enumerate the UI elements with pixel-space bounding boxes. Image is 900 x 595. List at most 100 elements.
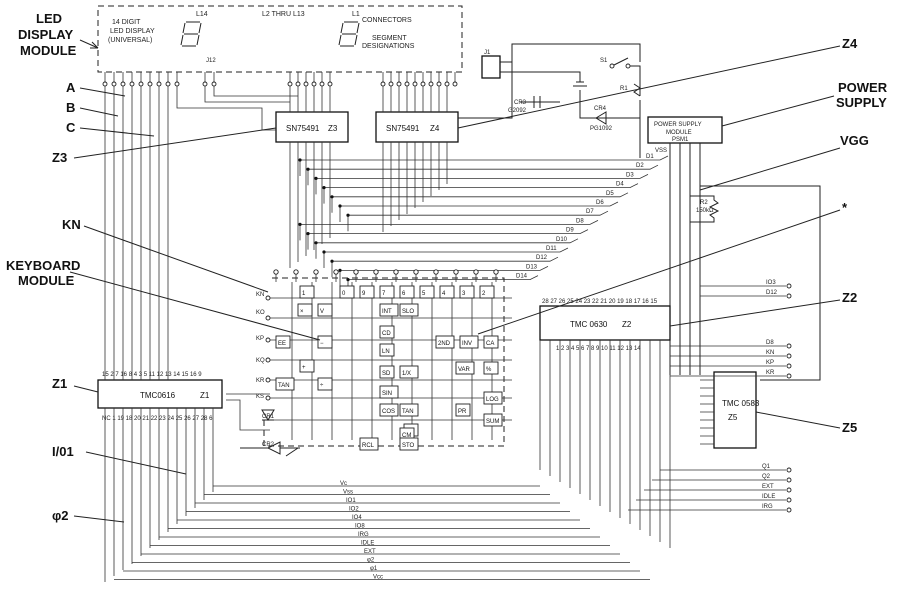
- keyboard-key: [379, 403, 399, 417]
- chip-z3: SN75491 Z3: [275, 111, 349, 143]
- vertical-bus-wires: [104, 86, 671, 582]
- keyboard-key: [399, 403, 419, 417]
- chip-z2-bottom-pins: 1 2 3 4 5 6 7 8 9 10 11 12 13 14: [556, 346, 641, 352]
- digit-line-label: D1: [646, 154, 654, 160]
- chip-z2: TMC 0630 Z2 28 27 26 25 24 23 22 21 20 1…: [539, 299, 671, 352]
- keyboard-pin: [273, 269, 279, 275]
- keyboard-key-label: INV: [462, 341, 472, 347]
- j1-label: J1: [484, 50, 491, 56]
- chip-z1-bottom-pins: NC 1 19 18 20 21 22 23 24 25 26 27 28 6: [102, 416, 213, 422]
- keyboard-key-label: 6: [402, 291, 406, 297]
- digit-line: [307, 164, 659, 186]
- kb-side-cr1: CR1: [262, 414, 275, 420]
- output-label: IDLE: [762, 494, 775, 500]
- vss-label: VSS: [655, 148, 667, 154]
- bus-label: φ2: [367, 558, 375, 564]
- bus-label: IDLE: [361, 541, 374, 547]
- bus-label: Vss: [343, 490, 353, 496]
- junction-dot: [330, 259, 334, 263]
- bus-label: φ1: [370, 566, 378, 572]
- keyboard-pin: [413, 269, 419, 275]
- callout-z5: Z5: [842, 420, 857, 435]
- junction-dot: [338, 204, 342, 208]
- keyboard-key-label: TAN: [278, 383, 290, 389]
- callout-phi2: φ2: [52, 508, 69, 523]
- keyboard-key-label: RCL: [362, 443, 375, 449]
- kb-side-kn: KN: [256, 292, 264, 298]
- digit-line-label: D10: [556, 237, 568, 243]
- seven-segment-digit-right: [338, 21, 360, 47]
- callout-z3: Z3: [52, 150, 67, 165]
- keyboard-pin: [453, 269, 459, 275]
- cr4-label: CR4: [594, 106, 607, 112]
- chip-z4-ref: Z4: [430, 124, 440, 133]
- keyboard-key-label: 7: [382, 291, 386, 297]
- junction-dot: [346, 278, 350, 282]
- keyboard-key-label: 1: [302, 291, 306, 297]
- cr4-type: PG1092: [590, 126, 613, 132]
- signal-terminal: [786, 343, 792, 349]
- keyboard-key: [483, 413, 503, 427]
- psm-label-2: MODULE: [666, 130, 692, 136]
- digit-line-label: D13: [526, 264, 538, 270]
- bus-label: IO2: [349, 507, 359, 513]
- keyboard-pin: [333, 269, 339, 275]
- junction-dot: [298, 158, 302, 162]
- keyboard-key: [299, 285, 315, 299]
- keyboard-pin: [393, 269, 399, 275]
- bus-label: IO4: [352, 515, 362, 521]
- display-connector-pins: [102, 72, 458, 87]
- callout-led-1: LED: [36, 11, 62, 26]
- keyboard-key-label: CM: [402, 433, 411, 439]
- digit-line-label: D11: [546, 246, 557, 252]
- kb-side-kp: KP: [256, 336, 264, 342]
- callout-led-3: MODULE: [20, 43, 77, 58]
- cr3-type: G2092: [508, 108, 527, 114]
- display-l14-label: L14: [196, 11, 208, 18]
- keyboard-key-label: CD: [382, 331, 391, 337]
- digit-line: [307, 229, 589, 250]
- keyboard-pin: [473, 269, 479, 275]
- keyboard-key-label: SD: [382, 371, 391, 377]
- chip-z2-ref: Z2: [622, 320, 632, 329]
- junction-dot: [306, 167, 310, 171]
- keyboard-key: [317, 335, 333, 349]
- keyboard-key-label: PR: [458, 409, 467, 415]
- keyboard-key: [455, 361, 475, 375]
- signal-label: IO3: [766, 280, 776, 286]
- chip-z1: TMC0616 Z1 15 2 7 16 8 4 3 5 11 12 13 14…: [97, 372, 270, 431]
- digit-line: [315, 174, 649, 195]
- chip-z2-top-pins: 28 27 26 25 24 23 22 21 20 19 18 17 16 1…: [542, 299, 658, 305]
- keyboard-key: [399, 285, 415, 299]
- keyboard-key: [379, 365, 395, 379]
- keyboard-key: [483, 391, 503, 405]
- keyboard-key: [317, 303, 333, 317]
- digit-line: [339, 201, 619, 222]
- keyboard-pin: [373, 269, 379, 275]
- callout-i01: I/01: [52, 444, 74, 459]
- cr3-label: CR3: [514, 100, 527, 106]
- digit-line-label: D9: [566, 228, 574, 234]
- kb-side-kq: KQ: [256, 358, 265, 364]
- digit-line-label: D6: [596, 200, 604, 206]
- chip-z4-name: SN75491: [386, 124, 420, 133]
- keyboard-key-label: 5: [422, 291, 426, 297]
- digit-line: [315, 238, 579, 259]
- output-terminal: [786, 467, 792, 473]
- keyboard-key: [399, 365, 419, 379]
- digit-line: [323, 247, 569, 268]
- junction-dot: [346, 213, 350, 217]
- r2-value: 150kΩ: [696, 208, 714, 214]
- chip-z5-name: TMC 0583: [722, 399, 760, 408]
- signal-label: D12: [766, 290, 778, 296]
- keyboard-key-label: SUM: [486, 419, 499, 425]
- junction-dot: [322, 186, 326, 190]
- keyboard-key: [275, 377, 295, 391]
- digit-line-label: D14: [516, 274, 528, 280]
- callout-vgg: VGG: [840, 133, 869, 148]
- display-connectors-label: CONNECTORS: [362, 17, 412, 24]
